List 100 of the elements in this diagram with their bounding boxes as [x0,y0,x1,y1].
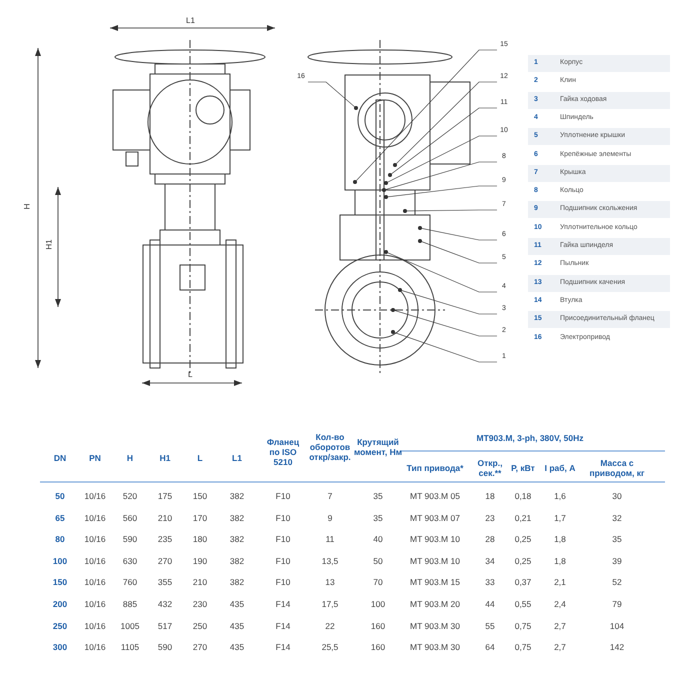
table-value: 35 [372,491,384,501]
table-value: 150 [192,491,208,501]
column-header: H [126,453,134,463]
table-value: F10 [274,534,292,544]
table-value: 22 [324,620,336,631]
row-label: 65 [54,512,66,523]
table-value: 2,7 [553,642,567,652]
dimension-label: L1 [186,16,195,25]
row-label: 300 [52,642,68,652]
table-value: 18 [484,491,496,501]
table-value: 7 [326,491,334,501]
table-value: 35 [611,534,623,544]
leader-dot [391,330,395,334]
table-value: 17,5 [320,599,340,609]
leader-dot [384,250,388,254]
table-value: 160 [370,620,386,631]
leader-dot [391,308,395,312]
table-value: 382 [228,534,246,544]
leader-dot [418,239,422,243]
leader-line [387,136,498,182]
leader-dot [384,181,388,185]
table-value: 30 [611,491,623,501]
table-value: 270 [192,642,208,652]
column-header: H1 [158,453,172,463]
table-value: 79 [611,599,623,609]
table-value: 28 [484,534,496,544]
leader-dot [388,173,392,177]
table-value: 11 [324,534,336,544]
table-value: 590 [122,534,138,544]
table-value: 160 [370,642,386,652]
table-value: 0,37 [514,577,532,588]
column-header: L [196,453,204,463]
column-header: I раб, А [544,463,576,473]
table-value: 44 [484,599,496,609]
table-value: 0,25 [514,556,532,566]
leader-line [388,186,498,198]
leader-line [394,332,498,362]
table-value: 210 [192,577,208,588]
table-value: 630 [122,556,138,566]
dimension-label: L [188,370,192,379]
table-value: 0,25 [514,534,532,544]
table-value: 142 [608,642,626,652]
table-value: MT 903.M 05 [409,491,461,501]
table-value: 34 [484,556,496,566]
leader-line [402,290,498,314]
leader-dot [403,209,407,213]
column-header: Фланец по ISO 5210 [266,437,300,467]
table-value: 230 [192,599,208,609]
table-value: 235 [156,534,174,544]
table-value: 10/16 [83,534,107,544]
row-label: 50 [54,491,66,501]
column-header: Тип привода* [406,463,464,473]
table-value: 355 [156,577,174,588]
leader-line [388,252,498,292]
table-value: 10/16 [83,556,107,566]
column-header: PN [88,453,102,463]
column-header: Кол-во оборотов откр/закр. [308,432,352,462]
table-value: 0,75 [514,642,532,652]
dimension-label: H [22,204,32,210]
leader-line [396,82,498,164]
table-value: 10/16 [83,512,107,523]
row-label: 250 [52,620,68,631]
leader-line [386,162,498,190]
table-value: 190 [192,556,208,566]
table-value: 70 [372,577,384,588]
column-header: Р, кВт [510,463,536,473]
leader-line [394,310,498,336]
table-value: 760 [122,577,138,588]
table-value: 435 [228,599,246,609]
leader-line [308,82,355,107]
table-value: 25,5 [320,642,340,652]
table-value: F14 [274,642,292,652]
table-value: 0,75 [514,620,532,631]
table-value: 13,5 [320,556,340,566]
table-value: 175 [156,491,174,501]
table-value: 40 [372,534,384,544]
table-value: 435 [228,642,246,652]
table-value: 64 [484,642,496,652]
table-value: 432 [156,599,174,609]
table-value: 13 [324,577,336,588]
table-value: 382 [228,556,246,566]
row-label: 100 [52,556,68,566]
leader-dot [382,188,386,192]
column-header: L1 [231,453,243,463]
table-value: 0,55 [514,599,532,609]
group-header: MT903.M, 3-ph, 380V, 50Hz [476,433,584,443]
leader-dot [384,195,388,199]
table-value: 0,18 [514,491,532,501]
leader-dot [354,106,358,110]
table-value: 9 [326,512,334,523]
table-value: 250 [192,620,208,631]
table-value: 382 [228,512,246,523]
table-value: 1105 [120,642,140,652]
leader-dot [418,226,422,230]
table-value: 10/16 [83,599,107,609]
column-header: DN [52,453,68,463]
table-value: F10 [274,512,292,523]
table-value: 2,7 [553,620,567,631]
table-value: 382 [228,491,246,501]
table-value: MT 903.M 30 [409,642,461,652]
